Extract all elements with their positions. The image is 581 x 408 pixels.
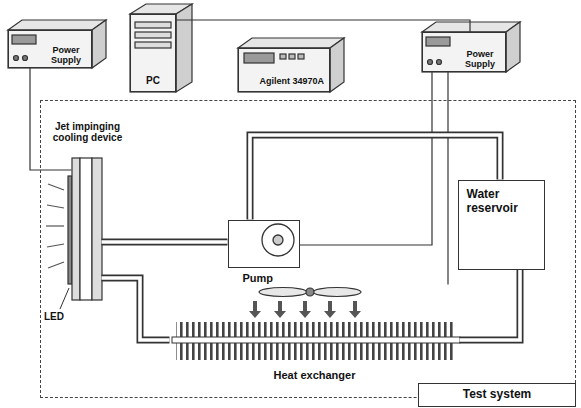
graphic-part: [259, 288, 307, 297]
pipe-stroke: [460, 270, 521, 341]
node-label: Test system: [418, 383, 576, 407]
graphic-part: [48, 262, 64, 268]
graphic-part: [135, 42, 171, 48]
system-boundary: Test systemJet impinging cooling deviceP…: [40, 100, 576, 398]
wire-stroke: [176, 20, 470, 32]
power-supply: Power Supply: [422, 32, 506, 72]
graphic-part: [262, 224, 294, 256]
heat-exchanger: Heat exchanger: [170, 285, 460, 385]
graphic-part: [130, 14, 176, 92]
power-supply: Power Supply: [8, 30, 92, 68]
node-label: Water reservoir: [467, 187, 536, 216]
cooling-device: Jet impinging cooling device: [72, 158, 102, 300]
node-label: Power Supply: [45, 46, 87, 65]
graphic-part: [135, 32, 171, 38]
graphic-part: [47, 244, 64, 247]
graphic-part: [289, 54, 295, 59]
part-label: LED: [44, 311, 64, 322]
graphic-part: [92, 20, 106, 68]
pipe-stroke: [460, 270, 521, 341]
graphic-part: [46, 225, 64, 226]
data-logger: Agilent 34970A: [238, 48, 330, 92]
graphic-part: [324, 301, 336, 318]
signal-wire: [300, 72, 433, 245]
pipe-stroke: [102, 239, 228, 246]
graphic-part: [422, 32, 506, 72]
graphic-part: [274, 301, 286, 318]
node-label: Heat exchanger: [271, 369, 359, 382]
graphic-part: [12, 35, 36, 44]
node-label: Power Supply: [459, 50, 501, 69]
graphic-part: [172, 337, 460, 343]
graphic-part: [506, 22, 520, 72]
graphic-part: [238, 38, 344, 48]
water-pipe: [102, 242, 228, 243]
graphic-part: [48, 184, 64, 190]
node-label: Jet impinging cooling device: [42, 121, 134, 143]
node-label: PC: [146, 75, 160, 86]
heat-exchanger-fins: [172, 322, 460, 360]
node-label: Pump: [243, 272, 274, 284]
water-reservoir: Water reservoir: [458, 180, 545, 270]
graphic-part: [244, 53, 274, 63]
leader-line: [60, 288, 69, 309]
graphic-part: [437, 60, 442, 65]
graphic-part: [428, 60, 433, 65]
graphic-part: [299, 301, 311, 318]
graphic-part: [422, 22, 520, 32]
wire-stroke: [447, 72, 448, 285]
graphic-part: [426, 37, 450, 46]
power-supply-body: [8, 20, 106, 68]
pc-tower: PC: [130, 14, 176, 92]
pipe-stroke: [102, 278, 170, 340]
light-rays: [46, 184, 64, 268]
pump-rotor: [262, 224, 294, 256]
graphic-part: [92, 158, 102, 300]
graphic-part: [306, 288, 314, 296]
fan: [259, 288, 361, 297]
wire-stroke: [300, 72, 433, 245]
graphic-part: [8, 30, 92, 68]
graphic-part: [47, 205, 64, 208]
graphic-part: [238, 48, 330, 92]
graphic-part: [23, 56, 28, 61]
water-pipe: [460, 270, 521, 341]
pipe-stroke: [102, 278, 170, 340]
airflow-arrows: [249, 301, 361, 318]
data-logger-body: [238, 38, 344, 92]
graphic-part: [349, 301, 361, 318]
graphic-part: [249, 301, 261, 318]
pipe-stroke: [102, 240, 228, 244]
graphic-part: [298, 54, 304, 59]
water-pipe: [102, 278, 170, 340]
graphic-part: [72, 158, 80, 300]
signal-wire: [30, 68, 72, 170]
graphic-part: [14, 56, 19, 61]
node-label: Agilent 34970A: [259, 77, 324, 87]
pump: Pump: [228, 220, 300, 268]
graphic-part: [273, 235, 283, 245]
graphic-part: [80, 158, 92, 300]
pc-body: [130, 4, 192, 92]
signal-wire: [176, 20, 470, 32]
graphic-part: [8, 20, 106, 30]
signal-wire: [448, 72, 449, 285]
graphic-part: [135, 22, 171, 28]
graphic-part: [176, 4, 192, 92]
graphic-part: [313, 288, 361, 297]
graphic-part: [280, 54, 286, 59]
jet-plates: [68, 158, 102, 300]
wire-stroke: [30, 68, 72, 170]
power-supply-body: [422, 22, 520, 72]
graphic-part: [330, 38, 344, 92]
